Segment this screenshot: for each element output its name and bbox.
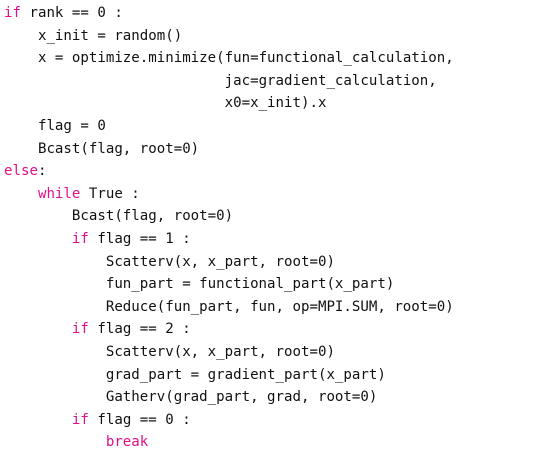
code-text: x0=x_init).x: [224, 95, 327, 112]
code-line: if flag == 2 :: [4, 318, 556, 341]
code-text: grad_part = gradient_part(x_part): [105, 366, 386, 383]
indent: [4, 321, 72, 337]
code-line: Scatterv(x, x_part, root=0): [4, 341, 556, 364]
code-text: Reduce(fun_part, fun, op=MPI.SUM, root=0…: [105, 298, 454, 315]
code-text: flag == 1 :: [88, 230, 191, 247]
indent: [4, 299, 106, 315]
indent: [4, 254, 106, 270]
indent: [4, 73, 225, 89]
code-line: while True :: [4, 183, 556, 206]
code-text: Scatterv(x, x_part, root=0): [105, 343, 335, 360]
code-line: x0=x_init).x: [4, 92, 556, 115]
indent: [4, 141, 38, 157]
code-line: flag = 0: [4, 115, 556, 138]
keyword: if: [71, 321, 89, 338]
indent: [4, 50, 38, 66]
code-line: Bcast(flag, root=0): [4, 138, 556, 161]
code-line: break: [4, 431, 556, 454]
indent: [4, 344, 106, 360]
code-text: flag = 0: [37, 117, 106, 134]
code-line: Bcast(flag, root=0): [4, 205, 556, 228]
code-text: Gatherv(grad_part, grad, root=0): [105, 389, 378, 406]
indent: [4, 412, 72, 428]
code-line: x = optimize.minimize(fun=functional_cal…: [4, 47, 556, 70]
code-line: else:: [4, 160, 556, 183]
code-line: if flag == 0 :: [4, 409, 556, 432]
code-text: flag == 2 :: [88, 321, 191, 338]
code-text: fun_part = functional_part(x_part): [105, 276, 395, 293]
keyword: if: [71, 411, 89, 428]
code-text: Bcast(flag, root=0): [37, 140, 200, 157]
code-text: x = optimize.minimize(fun=functional_cal…: [37, 50, 454, 67]
indent: [4, 367, 106, 383]
indent: [4, 186, 38, 202]
code-text: Bcast(flag, root=0): [71, 208, 234, 225]
code-text: :: [37, 163, 47, 180]
keyword: else: [4, 163, 38, 180]
keyword: break: [105, 434, 149, 451]
keyword: if: [71, 230, 89, 247]
code-line: fun_part = functional_part(x_part): [4, 273, 556, 296]
code-line: Scatterv(x, x_part, root=0): [4, 251, 556, 274]
code-text: True :: [80, 185, 140, 202]
indent: [4, 95, 225, 111]
code-line: jac=gradient_calculation,: [4, 70, 556, 93]
indent: [4, 28, 38, 44]
code-text: rank == 0 :: [20, 5, 123, 21]
indent: [4, 231, 72, 247]
code-line: Gatherv(grad_part, grad, root=0): [4, 386, 556, 409]
code-listing: if rank == 0 : x_init = random() x = opt…: [4, 2, 556, 454]
code-line: if flag == 1 :: [4, 228, 556, 251]
code-line: grad_part = gradient_part(x_part): [4, 364, 556, 387]
indent: [4, 118, 38, 134]
code-text: flag == 0 :: [88, 411, 191, 428]
code-line: if rank == 0 :: [4, 2, 556, 25]
code-text: x_init = random(): [37, 27, 183, 44]
indent: [4, 276, 106, 292]
code-line: Reduce(fun_part, fun, op=MPI.SUM, root=0…: [4, 296, 556, 319]
code-line: x_init = random(): [4, 25, 556, 48]
indent: [4, 434, 106, 450]
indent: [4, 389, 106, 405]
code-text: jac=gradient_calculation,: [224, 72, 437, 89]
keyword: if: [4, 5, 21, 21]
indent: [4, 208, 72, 224]
code-text: Scatterv(x, x_part, root=0): [105, 253, 335, 270]
keyword: while: [37, 185, 81, 202]
